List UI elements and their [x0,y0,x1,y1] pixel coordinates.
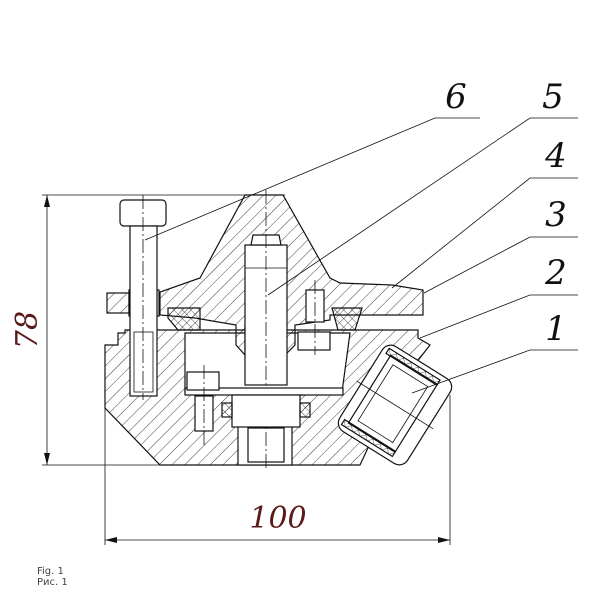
bolt-thread [133,331,154,393]
part-label-6: 6 [445,77,467,117]
leader-lines [144,117,578,394]
screw-left-head [186,371,220,391]
bolt-shank [129,225,158,397]
part-label-3: 3 [545,195,567,235]
part-label-1: 1 [545,309,567,349]
angled-housing [337,344,453,466]
part-label-2: 2 [544,253,567,293]
flange-left [106,292,130,314]
screw-right-head [297,331,331,351]
seal-left [167,307,201,331]
part-label-5: 5 [542,77,564,117]
width-value: 100 [249,501,306,536]
bearing-seal-right [299,402,311,418]
height-dimension [42,194,285,466]
bearing-seal-left [221,402,233,418]
width-dimension [104,395,451,545]
caption-ru: Рис. 1 [37,577,68,588]
part-label-4: 4 [544,136,567,176]
height-value: 78 [10,311,45,349]
bearing [231,394,301,428]
seal-right [331,307,363,331]
caption-en: Fig. 1 [37,566,64,577]
figure-caption: Fig. 1 Рис. 1 [37,566,68,588]
